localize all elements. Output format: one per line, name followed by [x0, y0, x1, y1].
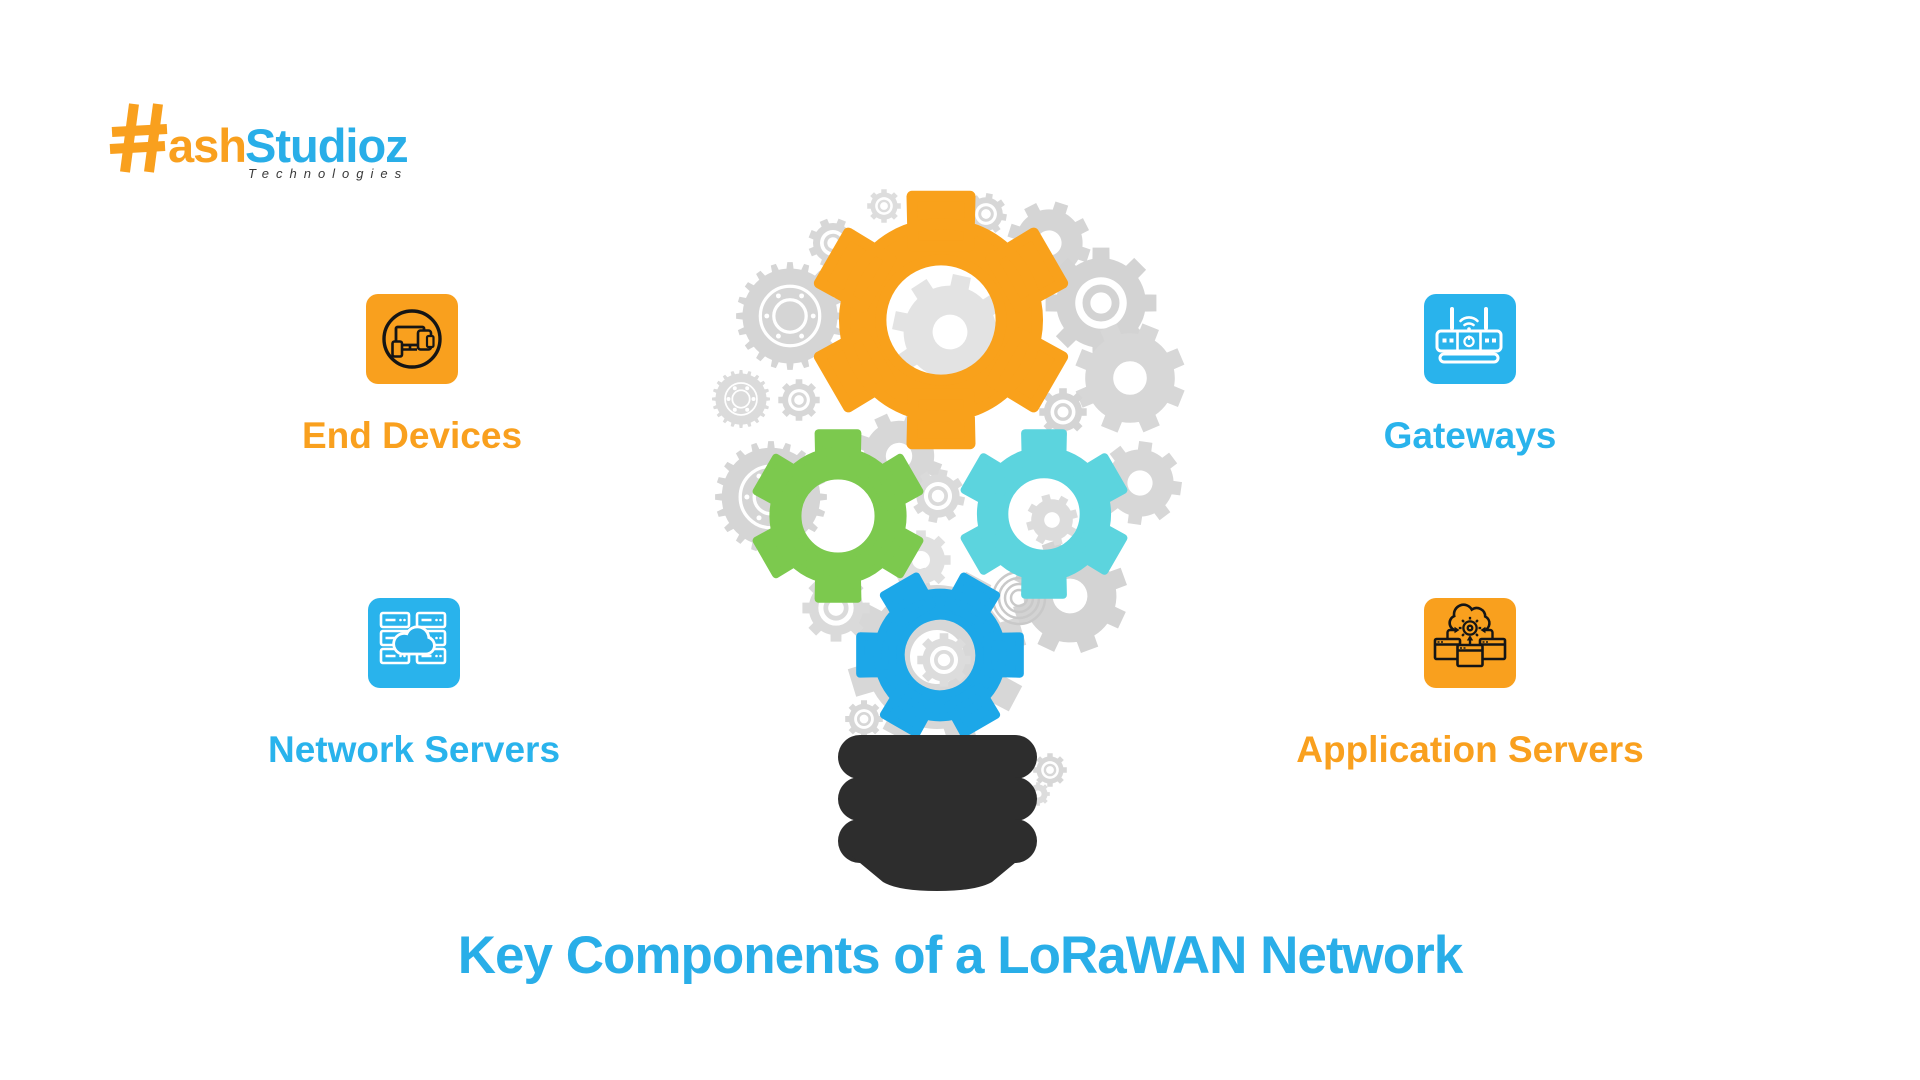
background-gear — [1097, 440, 1183, 526]
brand-word-primary: ash — [168, 119, 246, 172]
gateways-tile — [1424, 294, 1516, 384]
brand-word-secondary: Studioz — [245, 119, 408, 172]
end-devices-tile — [366, 294, 458, 384]
responsive-devices-icon — [382, 309, 442, 369]
page-title: Key Components of a LoRaWAN Network — [457, 926, 1463, 985]
component-label: Application Servers — [1296, 729, 1644, 770]
component-label: Network Servers — [267, 729, 561, 770]
wireless-router-icon — [1435, 307, 1503, 364]
component-end-devices: End Devices — [302, 294, 522, 456]
component-label: End Devices — [301, 415, 523, 456]
background-gear — [1045, 247, 1157, 359]
component-application-servers: Application Servers — [1296, 598, 1644, 770]
cloud-app-windows-icon — [1433, 603, 1507, 668]
background-gear — [910, 468, 966, 524]
gear-teal — [960, 429, 1128, 599]
background-gear — [712, 370, 770, 428]
background-gear — [1033, 753, 1067, 787]
background-gear — [1039, 388, 1087, 436]
application-servers-tile — [1424, 598, 1516, 688]
component-network-servers: Network Servers — [268, 598, 560, 770]
gear-green — [752, 429, 924, 603]
brand-logo: ash Studioz Technologies — [109, 103, 409, 181]
brand-tagline: Technologies — [248, 166, 408, 181]
background-gear — [1075, 323, 1185, 433]
background-gear — [867, 189, 901, 223]
background-gear — [1026, 494, 1078, 546]
hash-h-icon — [109, 103, 168, 173]
bulb-base — [838, 735, 1037, 891]
network-servers-tile — [368, 598, 460, 688]
server-cloud-icon — [379, 611, 447, 665]
background-gear — [736, 262, 844, 370]
background-gear — [917, 633, 971, 687]
background-gear — [845, 700, 883, 738]
background-gear — [778, 379, 820, 421]
component-gateways: Gateways — [1384, 294, 1556, 456]
component-label: Gateways — [1383, 415, 1557, 456]
gear-orange — [813, 190, 1069, 450]
gear-blue — [856, 572, 1024, 738]
